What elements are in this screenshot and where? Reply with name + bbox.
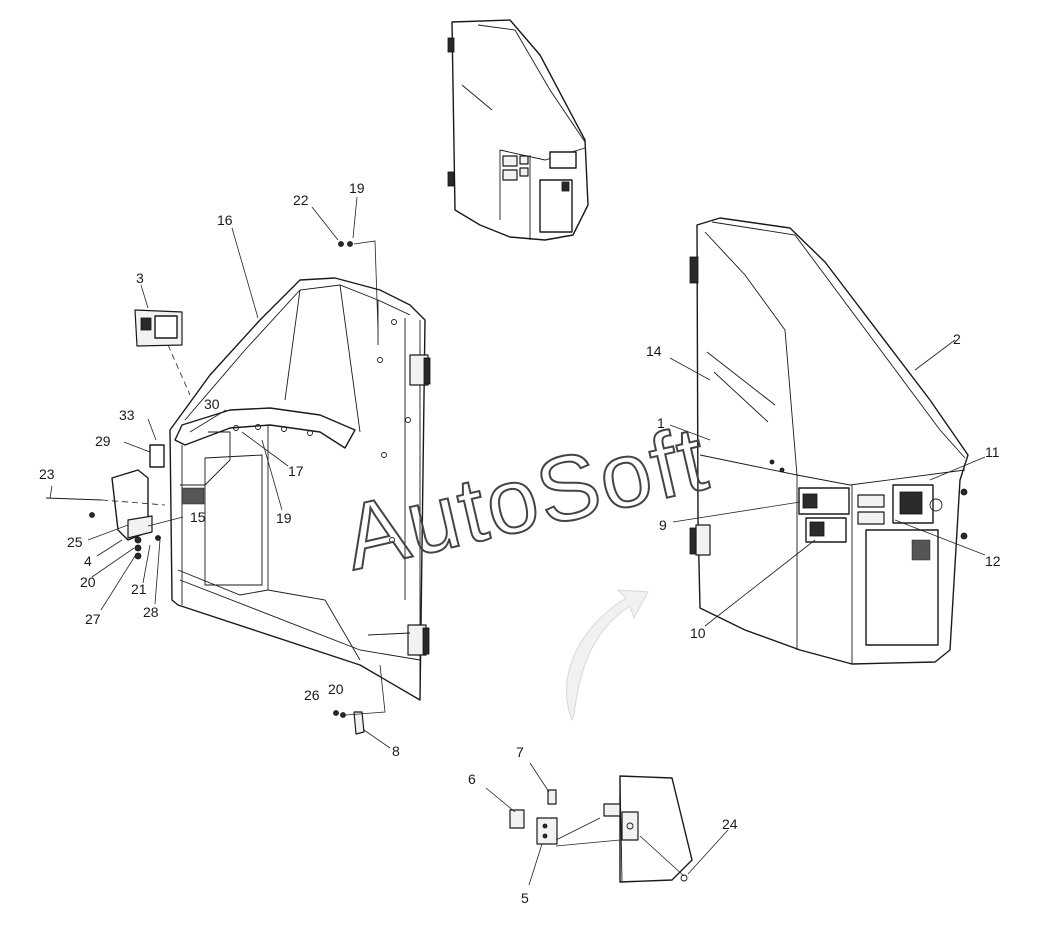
callout-23: 23 (39, 466, 55, 482)
callout-19-top: 19 (349, 180, 365, 196)
inner-frame-part-16 (169, 277, 431, 701)
callout-2: 2 (953, 331, 961, 347)
assembled-cover-thumbnail (447, 19, 589, 241)
callout-26: 26 (304, 687, 320, 703)
callout-21: 21 (131, 581, 147, 597)
callout-1: 1 (657, 415, 665, 431)
control-panel-part-3 (134, 309, 191, 396)
bottom-hardware (333, 664, 386, 735)
callout-25: 25 (67, 534, 83, 550)
bracket-assembly (45, 444, 166, 560)
callout-33: 33 (119, 407, 135, 423)
callout-6: 6 (468, 771, 476, 787)
top-hardware (338, 240, 379, 331)
callout-24: 24 (722, 816, 738, 832)
callout-10: 10 (690, 625, 706, 641)
callout-14: 14 (646, 343, 662, 359)
callout-27: 27 (85, 611, 101, 627)
callout-22: 22 (293, 192, 309, 208)
outer-cover-part-2 (689, 217, 969, 665)
callout-17: 17 (288, 463, 304, 479)
callout-19-mid: 19 (276, 510, 292, 526)
leader-lines (49, 196, 986, 886)
callout-7: 7 (516, 744, 524, 760)
callout-16: 16 (217, 212, 233, 228)
callout-8: 8 (392, 743, 400, 759)
callout-28: 28 (143, 604, 159, 620)
callout-4: 4 (84, 553, 92, 569)
callout-20-left: 20 (80, 574, 96, 590)
callout-15: 15 (190, 509, 206, 525)
callout-9: 9 (659, 517, 667, 533)
callout-5: 5 (521, 890, 529, 906)
hinge-detail (509, 775, 693, 883)
callout-11: 11 (985, 444, 1000, 460)
callout-3: 3 (136, 270, 144, 286)
callout-30: 30 (204, 396, 220, 412)
callout-29: 29 (95, 433, 111, 449)
callout-12: 12 (985, 553, 1001, 569)
callout-labels: 3 16 22 19 30 33 29 17 23 19 15 25 4 20 … (39, 180, 1001, 906)
rotation-arrow (565, 589, 649, 722)
callout-20-bottom: 20 (328, 681, 344, 697)
